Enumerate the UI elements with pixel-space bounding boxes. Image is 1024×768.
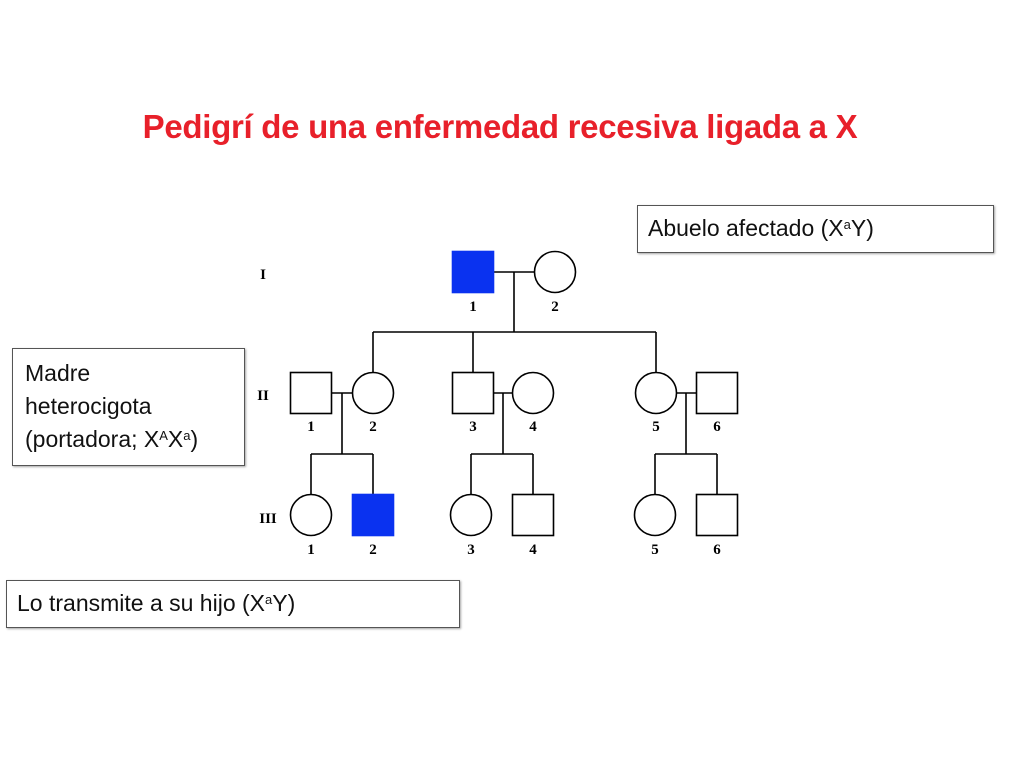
affected-male-symbol — [451, 250, 495, 294]
individual-number: 6 — [713, 419, 721, 435]
male-symbol — [511, 493, 555, 537]
allele-superscript: A — [159, 428, 168, 443]
individual-number: 2 — [369, 419, 377, 435]
page-title: Pedigrí de una enfermedad recesiva ligad… — [142, 108, 858, 145]
callout-transmits-to-son: Lo transmite a su hijo (XaY) — [6, 580, 460, 628]
callout-text-tail: ) — [190, 426, 199, 452]
callout-affected-grandfather: Abuelo afectado (XaY) — [637, 205, 994, 253]
callout-carrier-mother: Madre heterocigota (portadora; XAXa) — [12, 348, 245, 466]
individual-number: 1 — [307, 419, 315, 435]
callout-text: X — [167, 426, 184, 452]
generation-label: I — [260, 267, 266, 283]
female-symbol — [351, 371, 395, 415]
pedigree-lines — [310, 271, 718, 494]
callout-line: (portadora; XAXa) — [25, 423, 232, 456]
callout-text-tail: Y) — [850, 215, 874, 241]
individual-number: 1 — [307, 542, 315, 558]
male-symbol — [695, 371, 739, 415]
individual-number: 2 — [369, 542, 377, 558]
individual-number: 2 — [551, 299, 559, 315]
male-symbol — [695, 493, 739, 537]
allele-superscript: a — [843, 217, 851, 232]
callout-text: Lo transmite a su hijo (X — [17, 590, 266, 616]
female-symbol — [634, 371, 678, 415]
male-symbol — [451, 371, 495, 415]
callout-line: heterocigota — [25, 393, 152, 419]
individual-number: 5 — [652, 419, 660, 435]
individual-number: 6 — [713, 542, 721, 558]
callout-text: (portadora; X — [25, 426, 160, 452]
generation-label: III — [259, 511, 277, 527]
female-symbol — [633, 493, 677, 537]
affected-male-symbol — [351, 493, 395, 537]
individual-number: 5 — [651, 542, 659, 558]
individual-number: 3 — [469, 419, 477, 435]
male-symbol — [289, 371, 333, 415]
generation-label: II — [257, 388, 269, 404]
female-symbol — [449, 493, 493, 537]
female-symbol — [289, 493, 333, 537]
callout-text: Abuelo afectado (X — [648, 215, 844, 241]
allele-superscript: a — [265, 592, 273, 607]
individual-number: 3 — [467, 542, 475, 558]
individual-number: 1 — [469, 299, 477, 315]
callout-text-tail: Y) — [272, 590, 296, 616]
individual-number: 4 — [529, 542, 537, 558]
female-symbol — [511, 371, 555, 415]
callout-line: Madre — [25, 360, 91, 386]
female-symbol — [533, 250, 577, 294]
allele-superscript: a — [183, 428, 191, 443]
individual-number: 4 — [529, 419, 537, 435]
